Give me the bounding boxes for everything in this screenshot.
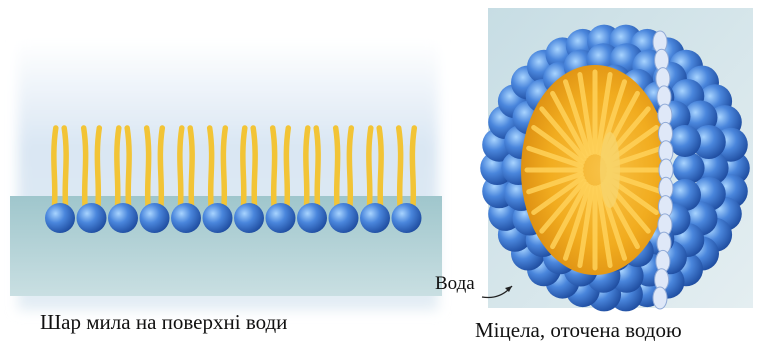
soap-tail: [210, 128, 212, 212]
right-panel-illustration: [480, 8, 753, 311]
soap-tail: [160, 128, 162, 212]
soap-tail: [223, 128, 225, 212]
soap-tail: [273, 128, 275, 212]
soap-tail: [190, 128, 192, 212]
soap-head: [329, 203, 359, 233]
soap-tail: [369, 128, 371, 212]
micelle-head: [669, 125, 701, 157]
core-highlight: [600, 132, 620, 208]
soap-head: [297, 203, 327, 233]
soap-head: [360, 203, 390, 233]
water-label: Вода: [435, 273, 475, 295]
soap-tail: [286, 128, 288, 212]
soap-tail: [97, 128, 99, 212]
soap-tail: [180, 128, 182, 212]
soap-tail: [54, 128, 56, 212]
soap-head: [108, 203, 138, 233]
soap-tail: [243, 128, 245, 212]
soap-head: [171, 203, 201, 233]
soap-head: [203, 203, 233, 233]
soap-tail: [127, 128, 129, 212]
micelle-head: [673, 152, 705, 184]
soap-tail: [117, 128, 119, 212]
soap-head: [140, 203, 170, 233]
soap-head: [45, 203, 75, 233]
soap-head: [77, 203, 107, 233]
soap-tail: [147, 128, 149, 212]
soap-tail: [84, 128, 86, 212]
soap-tail: [64, 128, 66, 212]
soap-tail: [316, 128, 318, 212]
soap-tail: [253, 128, 255, 212]
soap-tail: [336, 128, 338, 212]
cut-head: [653, 287, 667, 309]
left-caption: Шар мила на поверхні води: [40, 310, 287, 335]
micelle: [480, 25, 750, 312]
soap-head: [234, 203, 264, 233]
right-caption: Міцела, оточена водою: [475, 318, 682, 343]
soap-head: [266, 203, 296, 233]
left-panel-illustration: [10, 40, 442, 310]
soap-tail: [349, 128, 351, 212]
soap-tail: [306, 128, 308, 212]
soap-head: [392, 203, 422, 233]
soap-tail: [399, 128, 401, 212]
soap-tail: [412, 128, 414, 212]
soap-tail: [379, 128, 381, 212]
